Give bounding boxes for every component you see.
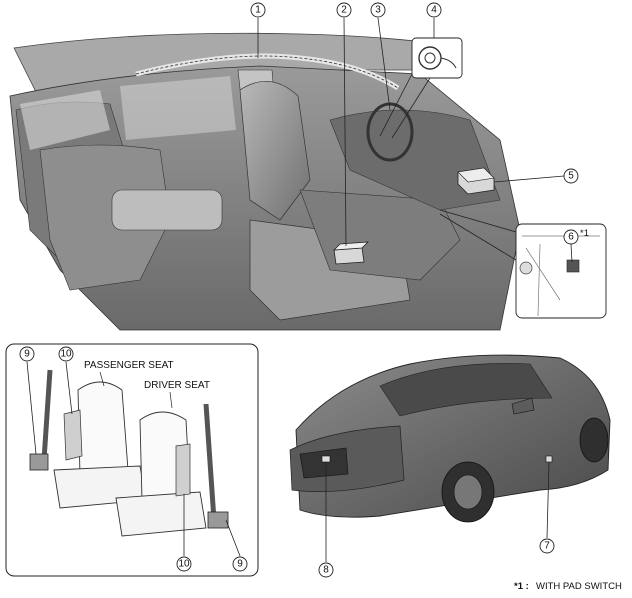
pad-switch-inset bbox=[439, 209, 607, 319]
vehicle-exterior-illustration bbox=[289, 354, 611, 523]
passenger-seat-belt-pretensioner bbox=[29, 453, 49, 471]
driver-seat-label: DRIVER SEAT bbox=[144, 380, 210, 391]
seat-belt-inset: PASSENGER SEAT DRIVER SEAT bbox=[5, 343, 259, 577]
svg-text:9: 9 bbox=[24, 349, 30, 360]
callout-9-passenger: 9 bbox=[19, 346, 35, 362]
svg-text:10: 10 bbox=[60, 349, 72, 360]
callout-10-passenger: 10 bbox=[58, 346, 74, 362]
callout-4: 4 bbox=[426, 2, 442, 18]
svg-text:9: 9 bbox=[237, 559, 243, 570]
footnote-text: WITH PAD SWITCH bbox=[536, 581, 622, 592]
footnote: *1 : WITH PAD SWITCH bbox=[514, 581, 622, 592]
passenger-seat-label: PASSENGER SEAT bbox=[84, 360, 174, 371]
svg-text:5: 5 bbox=[568, 171, 574, 182]
callout-5: 5 bbox=[563, 168, 579, 184]
callout-7: 7 bbox=[539, 538, 555, 554]
footnote-marker: *1 : bbox=[514, 581, 529, 592]
callout-10-driver: 10 bbox=[176, 556, 192, 572]
leader-lines bbox=[26, 17, 573, 562]
svg-text:7: 7 bbox=[544, 541, 550, 552]
callout-9-driver: 9 bbox=[232, 556, 248, 572]
front-crash-sensor bbox=[321, 455, 331, 463]
callouts: 1 2 3 4 5 6 *1 7 8 9 10 10 9 bbox=[19, 2, 589, 578]
callout-3: 3 bbox=[370, 2, 386, 18]
floor-control-module bbox=[332, 241, 370, 265]
svg-text:1: 1 bbox=[255, 5, 261, 16]
svg-text:3: 3 bbox=[375, 5, 381, 16]
svg-text:2: 2 bbox=[341, 5, 347, 16]
callout-8: 8 bbox=[318, 562, 334, 578]
callout-1: 1 bbox=[250, 2, 266, 18]
driver-side-airbag bbox=[175, 443, 191, 497]
callout-6: 6 *1 bbox=[563, 228, 589, 245]
passenger-side-airbag bbox=[63, 409, 83, 461]
callout-2: 2 bbox=[336, 2, 352, 18]
svg-text:8: 8 bbox=[323, 565, 329, 576]
clock-spring-inset bbox=[379, 37, 463, 139]
svg-text:6: 6 bbox=[568, 232, 574, 243]
callout-6-footnote-ref: *1 bbox=[580, 228, 589, 239]
interior-cutaway-illustration bbox=[9, 32, 521, 331]
svg-text:10: 10 bbox=[178, 559, 190, 570]
svg-text:4: 4 bbox=[431, 5, 437, 16]
side-crash-sensor bbox=[545, 455, 553, 463]
passenger-airbag-module bbox=[457, 167, 495, 195]
driver-seat-belt-pretensioner bbox=[207, 511, 229, 529]
